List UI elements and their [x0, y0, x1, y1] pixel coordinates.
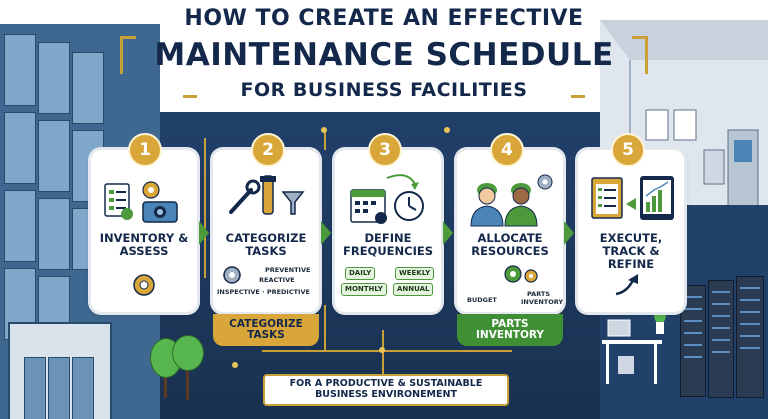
step-4-number: 4: [490, 133, 524, 167]
step-card-4: ALLOCATE RESOURCES BUDGET PARTS INVENTOR…: [457, 150, 563, 312]
footer-line-1: FOR A PRODUCTIVE & SUSTAINABLE: [289, 378, 483, 389]
frequency-tag: ANNUAL: [393, 283, 434, 296]
technicians-icon: [470, 174, 553, 227]
step-arrow-icon: [443, 221, 453, 245]
category-preventive: PREVENTIVE: [265, 266, 311, 274]
frequency-tag: DAILY: [345, 267, 376, 280]
step-2-title: CATEGORIZE TASKS: [225, 231, 307, 258]
step-5-title: EXECUTE, TRACK & REFINE: [599, 231, 663, 271]
connector-line: [204, 138, 206, 278]
gears-icon: [504, 265, 538, 283]
connector-line: [324, 130, 326, 150]
server-rack-icon: [736, 276, 764, 398]
clipboard-tablet-icon: [591, 176, 674, 220]
step-arrow-icon: [199, 221, 209, 245]
building-entrance: [8, 322, 112, 419]
title-line-1: HOW TO CREATE AN EFFECTIVE: [184, 6, 584, 31]
step-4-band: PARTS INVENTORY: [457, 314, 563, 346]
server-rack-icon: [680, 285, 706, 397]
title-accent-left: [183, 95, 197, 98]
step-2-number: 2: [251, 133, 285, 167]
server-rack-icon: [708, 280, 734, 398]
step-3-title: DEFINE FREQUENCIES: [342, 231, 434, 258]
title-bracket-left-top: [120, 36, 136, 39]
step-card-5: EXECUTE, TRACK & REFINE: [578, 150, 684, 312]
refresh-arrow-icon: [615, 274, 638, 296]
step-1-number: 1: [128, 133, 162, 167]
step-card-2: CATEGORIZE TASKS PREVENTIVE REACTIVE INS…: [213, 150, 319, 312]
footer-banner: FOR A PRODUCTIVE & SUSTAINABLE BUSINESS …: [263, 374, 509, 406]
step-4-title: ALLOCATE RESOURCES: [471, 231, 549, 258]
tree-icon: [172, 335, 204, 371]
title-bracket-right-top: [632, 36, 648, 39]
title-bracket-right: [645, 36, 648, 74]
calendar-clock-icon: [350, 174, 424, 224]
connector-dot: [379, 347, 385, 353]
step-1-title: INVENTORY & ASSESS: [99, 231, 189, 258]
step-3-number: 3: [368, 133, 402, 167]
connector-dot: [444, 127, 450, 133]
step-arrow-icon: [564, 221, 574, 245]
connector-line: [324, 305, 326, 350]
resource-budget: BUDGET: [467, 296, 497, 304]
step-arrow-icon: [321, 221, 331, 245]
resource-inventory: INVENTORY: [521, 298, 564, 306]
title-line-2: MAINTENANCE SCHEDULE: [154, 37, 614, 73]
resource-parts: PARTS: [527, 290, 551, 298]
connector-line: [262, 350, 512, 352]
tree-trunk: [186, 360, 189, 400]
step-card-1: INVENTORY & ASSESS: [91, 150, 197, 312]
wrench-gear-icon: [223, 266, 241, 284]
footer-text: FOR A PRODUCTIVE & SUSTAINABLE BUSINESS …: [265, 378, 507, 400]
title-block: HOW TO CREATE AN EFFECTIVE MAINTENANCE S…: [0, 6, 768, 102]
checklist-icon: [104, 181, 178, 223]
gear-icon: [133, 274, 155, 296]
step-2-band-label: CATEGORIZE TASKS: [229, 318, 303, 341]
title-bracket-left: [120, 36, 123, 74]
office-desk-icon: [602, 304, 666, 384]
footer-line-2: BUSINESS ENVIRONEMENT: [315, 389, 457, 400]
connector-dot: [232, 362, 238, 368]
step-2-band: CATEGORIZE TASKS: [213, 314, 319, 346]
category-inspective-predictive: INSPECTIVE · PREDICTIVE: [217, 288, 310, 296]
step-card-3: DEFINE FREQUENCIES DAILY WEEKLY MONTHLY …: [335, 150, 441, 312]
title-line-3: FOR BUSINESS FACILITIES: [240, 79, 528, 101]
tree-trunk: [164, 368, 167, 398]
category-reactive: REACTIVE: [259, 276, 295, 284]
title-accent-right: [571, 95, 585, 98]
step-5-number: 5: [611, 133, 645, 167]
tools-icon: [229, 175, 305, 215]
frequency-tag: MONTHLY: [341, 283, 387, 296]
connector-dot: [321, 127, 327, 133]
frequency-tag: WEEKLY: [395, 267, 435, 280]
step-4-band-label: PARTS INVENTORY: [476, 318, 544, 341]
